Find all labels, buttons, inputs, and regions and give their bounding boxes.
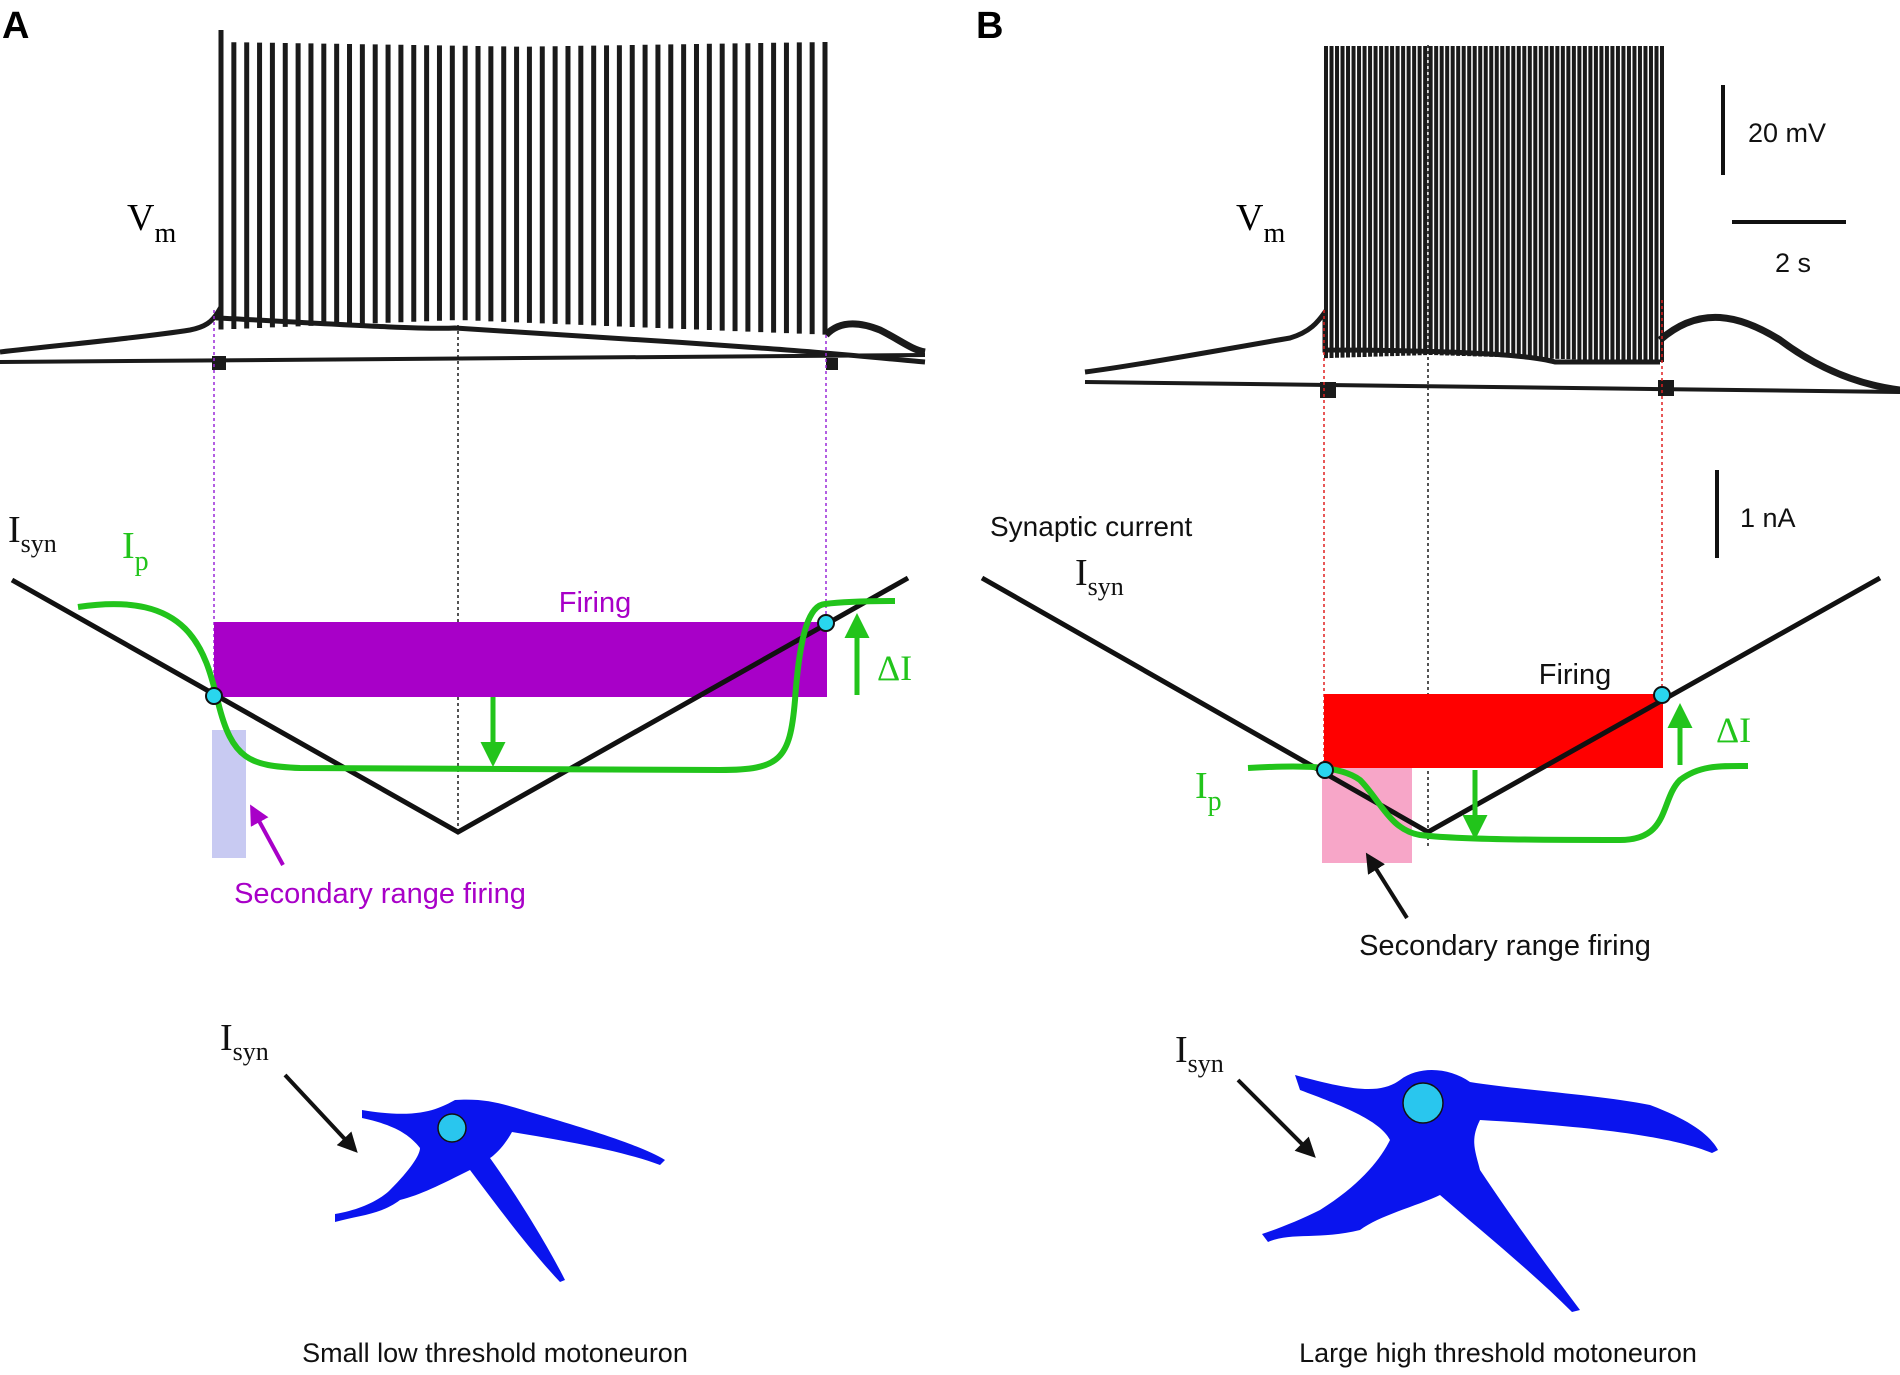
panel-a-spikes <box>218 30 828 335</box>
panel-a-isyn-ramp <box>10 575 910 835</box>
panel-b-derecruitment-point <box>1653 686 1671 704</box>
panel-a-neuron-nucleus <box>437 1113 467 1143</box>
panel-b-time-scale-label: 2 s <box>1775 248 1811 278</box>
panel-b-neuron-nucleus <box>1402 1082 1444 1124</box>
panel-a-vm-label: Vm <box>127 197 176 249</box>
panel-b-ip-label: Ip <box>1195 765 1222 817</box>
panel-a-secondary-arrow <box>250 804 285 866</box>
panel-b-letter: B <box>976 5 1003 47</box>
panel-b-synaptic-current-label: Synaptic current <box>990 511 1193 542</box>
panel-a-letter: A <box>2 5 29 47</box>
panel-b-neuron-isyn-label: Isyn <box>1175 1029 1224 1078</box>
panel-b-isyn-label: Isyn <box>1075 552 1124 601</box>
panel-b-secondary-arrow <box>1365 852 1409 920</box>
panel-a-offset-marker <box>826 358 838 370</box>
panel-a-delta-label: ΔI <box>877 648 912 688</box>
panel-a-neuron-body <box>335 1099 665 1282</box>
panel-a: A Vm Firing ΔI Isyn Ip Secondar <box>0 5 926 1368</box>
panel-b-isyn-ramp <box>980 575 1882 835</box>
panel-b: B Vm 20 mV 2 s 1 nA Firing ΔI <box>976 5 1900 1368</box>
panel-b-delta-label: ΔI <box>1716 710 1751 750</box>
panel-a-isyn-label: Isyn <box>8 509 57 558</box>
panel-a-neuron-input-arrow <box>283 1073 358 1153</box>
panel-a-firing-label: Firing <box>559 587 632 619</box>
panel-a-ip-label: Ip <box>122 525 149 577</box>
panel-b-vm-label: Vm <box>1236 197 1285 249</box>
panel-a-ip-curve <box>77 598 896 774</box>
panel-a-vm-trace <box>0 30 926 370</box>
panel-b-current-scale-label: 1 nA <box>1740 503 1796 533</box>
panel-b-onset-marker <box>1320 382 1336 398</box>
panel-b-voltage-scale-label: 20 mV <box>1748 118 1826 148</box>
panel-b-secondary-label: Secondary range firing <box>1359 930 1651 962</box>
panel-b-ip-curve <box>1247 762 1749 844</box>
panel-a-caption: Small low threshold motoneuron <box>302 1338 688 1368</box>
panel-a-recruitment-point <box>205 687 223 705</box>
panel-b-offset-marker <box>1658 380 1674 396</box>
panel-b-firing-label: Firing <box>1539 659 1612 691</box>
panel-b-neuron-input-arrow <box>1236 1078 1316 1158</box>
panel-b-recruitment-point <box>1316 761 1334 779</box>
panel-b-neuron-body <box>1262 1070 1718 1312</box>
panel-a-derecruitment-point <box>817 614 835 632</box>
panel-b-spikes <box>1324 46 1664 362</box>
panel-a-firing-bar <box>214 622 827 697</box>
panel-b-vm-trace <box>1084 46 1900 398</box>
panel-a-onset-marker <box>212 356 226 370</box>
panel-b-caption: Large high threshold motoneuron <box>1299 1338 1697 1368</box>
panel-a-secondary-label: Secondary range firing <box>234 878 526 910</box>
panel-a-neuron-isyn-label: Isyn <box>220 1017 269 1066</box>
